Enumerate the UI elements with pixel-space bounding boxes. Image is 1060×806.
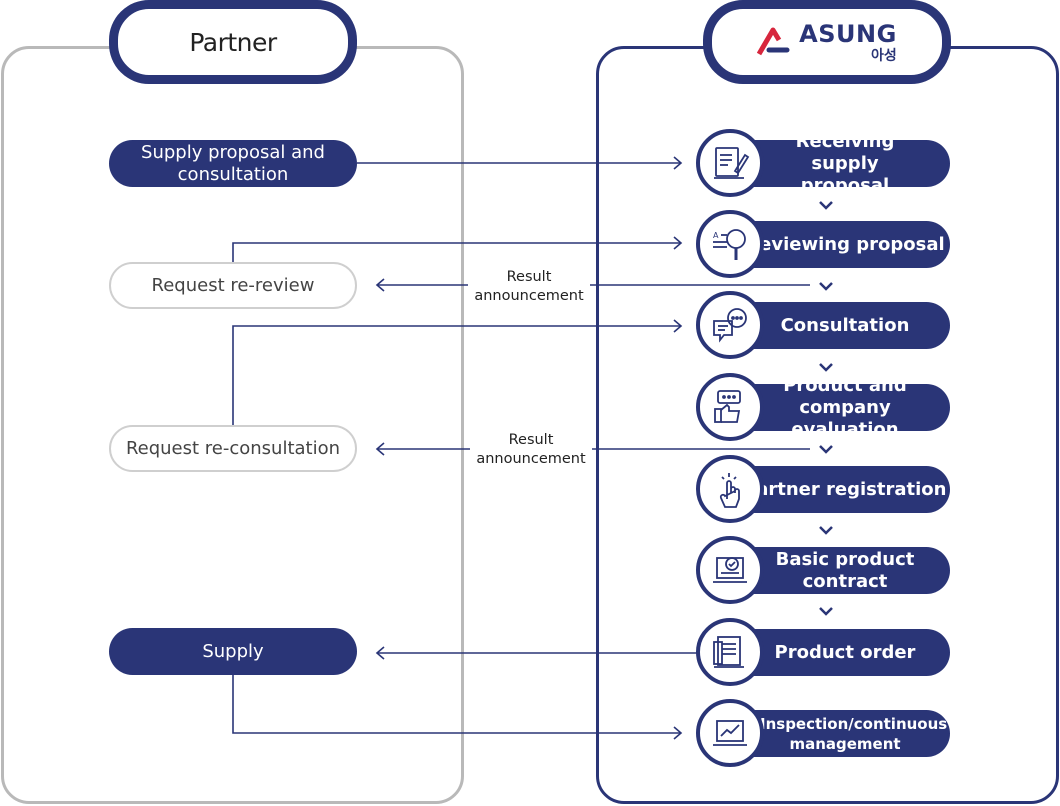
step-receiving-supply-proposal: Receiving supply proposal — [740, 131, 950, 196]
chevron-down-icon — [819, 363, 833, 372]
brand-name: ASUNG — [799, 19, 897, 48]
order-form-icon — [713, 636, 744, 668]
step-basic-product-contract: Basic product contract — [740, 547, 950, 594]
asung-logo-mark-icon — [757, 27, 790, 55]
step-reviewing-proposal: Reviewing proposal — [740, 221, 950, 268]
step-label: Inspection/continuous management — [760, 714, 948, 753]
chevron-down-icon — [819, 201, 833, 210]
partner-item-supply-proposal: Supply proposal and consultation — [109, 140, 357, 187]
step-icon-circle — [696, 373, 764, 441]
magnifier-document-icon: A — [713, 229, 746, 260]
partner-header: Partner — [109, 0, 357, 84]
chat-bubbles-icon — [713, 308, 747, 343]
step-label: Consultation — [780, 314, 910, 336]
result-announcement-label: Result announcement — [468, 268, 590, 306]
step-label: Receiving supply proposal — [795, 130, 895, 196]
partner-item-request-re-review: Request re-review — [109, 262, 357, 309]
hand-click-icon — [719, 473, 740, 508]
step-inspection-continuous-management: Inspection/continuous management — [740, 710, 950, 757]
step-icon-circle: A — [696, 210, 764, 278]
brand-korean: 아성 — [871, 47, 897, 64]
partner-item-label: Request re-consultation — [125, 437, 341, 459]
partner-title: Partner — [189, 27, 277, 57]
partner-item-label: Supply proposal and consultation — [141, 141, 325, 185]
step-consultation: Consultation — [740, 302, 950, 349]
thumbs-up-icon — [714, 390, 741, 423]
step-icon-circle — [696, 129, 764, 197]
step-icon-circle — [696, 291, 764, 359]
step-icon-circle — [696, 455, 764, 523]
step-label: Basic product contract — [775, 548, 915, 592]
step-partner-registration: Partner registration — [740, 466, 950, 513]
step-product-order: Product order — [740, 629, 950, 676]
monitor-chart-icon — [713, 720, 747, 746]
chevron-down-icon — [819, 607, 833, 616]
laptop-check-icon — [713, 557, 747, 583]
asung-logo: ASUNG 아성 — [757, 22, 897, 63]
step-product-company-evaluation: Product and company evaluation — [740, 375, 950, 440]
partner-item-label: Request re-review — [151, 274, 315, 296]
step-icon-circle — [696, 536, 764, 604]
partner-item-supply: Supply — [109, 628, 357, 675]
partner-item-label: Supply — [202, 640, 264, 662]
document-pen-icon — [714, 147, 750, 179]
result-announcement-label: Result announcement — [470, 431, 592, 469]
chevron-down-icon — [819, 445, 833, 454]
asung-header: ASUNG 아성 — [703, 0, 951, 84]
chevron-down-icon — [819, 526, 833, 535]
step-icon-circle — [696, 699, 764, 767]
step-label: Product and company evaluation — [783, 374, 907, 440]
step-icon-circle — [696, 618, 764, 686]
step-label: Partner registration — [743, 478, 947, 500]
svg-text:A: A — [713, 231, 719, 240]
chevron-down-icon — [819, 282, 833, 291]
partner-item-request-re-consultation: Request re-consultation — [109, 425, 357, 472]
step-label: Product order — [774, 641, 916, 663]
step-label: Reviewing proposal — [745, 233, 945, 255]
